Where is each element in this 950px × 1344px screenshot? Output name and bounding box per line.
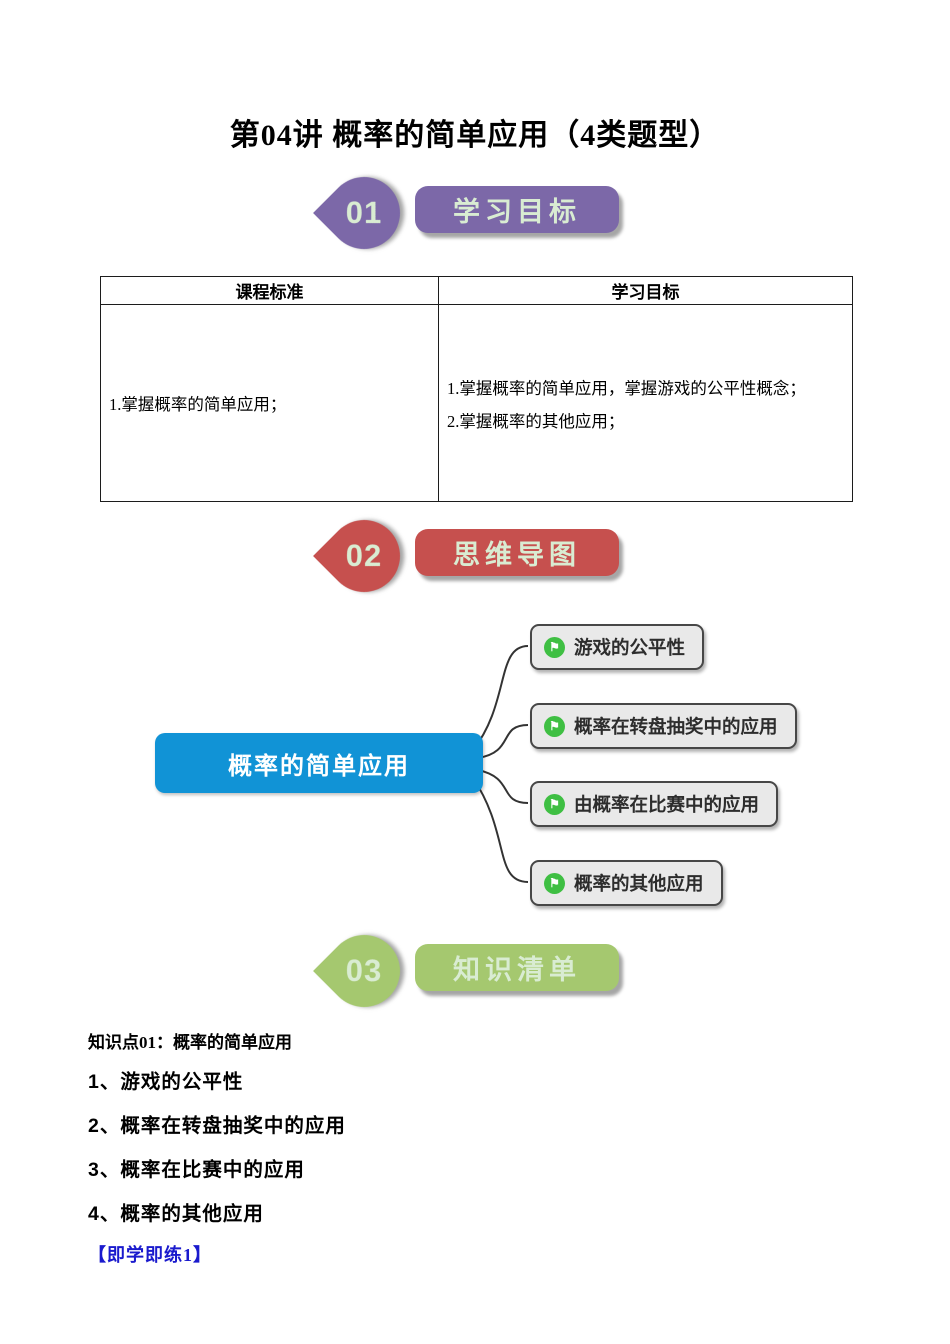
branch-label: 由概率在比赛中的应用 xyxy=(574,794,760,815)
branch-label: 游戏的公平性 xyxy=(574,637,686,658)
mindmap-branch-node: ⚑ 由概率在比赛中的应用 xyxy=(530,781,779,827)
table-cell-learning-goal: 1.掌握概率的简单应用，掌握游戏的公平性概念； 2.掌握概率的其他应用； xyxy=(438,304,853,502)
table-header-course-standard: 课程标准 xyxy=(100,276,439,305)
objectives-table: 课程标准 学习目标 1.掌握概率的简单应用； 1.掌握概率的简单应用，掌握游戏的… xyxy=(100,276,853,502)
mindmap-branch-node: ⚑ 游戏的公平性 xyxy=(530,624,705,670)
mindmap-branch-node: ⚑ 概率在转盘抽奖中的应用 xyxy=(530,703,797,749)
badge-number: 02 xyxy=(345,538,383,573)
section-pill-label: 思维导图 xyxy=(453,540,581,570)
mindmap-branch-node: ⚑ 概率的其他应用 xyxy=(530,860,723,906)
table-cell-course-standard: 1.掌握概率的简单应用； xyxy=(100,304,439,502)
branch-label: 概率的其他应用 xyxy=(574,873,704,894)
flag-icon: ⚑ xyxy=(544,872,565,894)
flag-glyph: ⚑ xyxy=(549,876,560,890)
section-pill-03: 知识清单 xyxy=(415,944,619,991)
branch-connector-curves xyxy=(472,645,529,883)
mindmap-root-label: 概率的简单应用 xyxy=(228,752,410,780)
knowledge-item: 3、概率在比赛中的应用 xyxy=(88,1159,305,1181)
flag-glyph: ⚑ xyxy=(549,719,560,733)
knowledge-heading: 知识点01：概率的简单应用 xyxy=(88,1033,292,1052)
section-pill-01: 学习目标 xyxy=(415,186,619,233)
flag-glyph: ⚑ xyxy=(549,640,560,654)
knowledge-item: 2、概率在转盘抽奖中的应用 xyxy=(88,1115,346,1137)
section-badge-03: 03 xyxy=(313,920,415,1022)
knowledge-item: 4、概率的其他应用 xyxy=(88,1203,264,1225)
mindmap: 概率的简单应用 ⚑ 游戏的公平性 ⚑ 概率在转盘抽奖中的应用 ⚑ 由概率在比赛中… xyxy=(90,600,880,930)
branch-label: 概率在转盘抽奖中的应用 xyxy=(574,716,778,737)
lesson-title: 第04讲 概率的简单应用（4类题型） xyxy=(229,119,721,152)
mindmap-root-node: 概率的简单应用 xyxy=(155,733,483,793)
knowledge-section: 知识点01：概率的简单应用 1、游戏的公平性 2、概率在转盘抽奖中的应用 3、概… xyxy=(88,1028,848,1267)
badge-number: 03 xyxy=(345,953,383,988)
flag-glyph: ⚑ xyxy=(549,797,560,811)
flag-icon: ⚑ xyxy=(544,793,565,815)
flag-icon: ⚑ xyxy=(544,715,565,737)
section-pill-02: 思维导图 xyxy=(415,529,619,576)
practice-link: 【即学即练1】 xyxy=(88,1245,212,1265)
section-pill-label: 学习目标 xyxy=(453,197,581,227)
section-badge-01: 01 xyxy=(313,162,415,264)
section-pill-label: 知识清单 xyxy=(453,955,581,985)
badge-number: 01 xyxy=(345,195,383,230)
table-header-learning-goal: 学习目标 xyxy=(438,276,853,305)
learning-goal-item: 1.掌握概率的简单应用，掌握游戏的公平性概念； xyxy=(447,378,806,398)
section-header-02: 02 思维导图 xyxy=(313,505,746,607)
knowledge-item: 1、游戏的公平性 xyxy=(88,1071,244,1093)
section-badge-02: 02 xyxy=(313,505,415,607)
section-header-01: 01 学习目标 xyxy=(313,162,746,264)
section-header-03: 03 知识清单 xyxy=(313,920,746,1022)
course-standard-item: 1.掌握概率的简单应用； xyxy=(109,395,287,414)
flag-icon: ⚑ xyxy=(544,636,565,658)
learning-goal-item: 2.掌握概率的其他应用； xyxy=(447,411,625,431)
